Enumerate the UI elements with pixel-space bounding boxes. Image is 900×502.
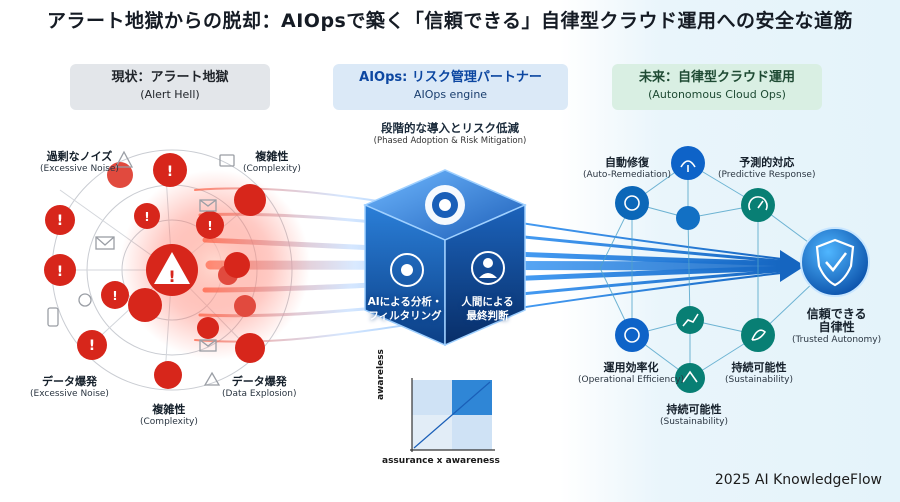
label-complexity-bottom: 複雑性 (Complexity): [140, 403, 198, 427]
label-data-burst-left: データ爆発 (Excessive Noise): [30, 375, 109, 399]
alert-outline-icons: [47, 150, 235, 386]
autonomy-node-glyphs: [624, 160, 768, 383]
label-data-explosion: データ爆発 (Data Explosion): [222, 375, 297, 399]
page-title: アラート地獄からの脱却：AIOpsで築く「信頼できる」自律型クラウド運用への安全…: [47, 10, 853, 32]
human-judgment-face-label: 人間による 最終判断: [461, 296, 514, 322]
label-sustainability-right: 持続可能性 (Sustainability): [725, 361, 793, 385]
current-state-subtitle: (Alert Hell): [140, 88, 200, 101]
aiops-subtitle: AIOps engine: [413, 88, 488, 101]
current-state-header: 現状：アラート地獄 (Alert Hell): [70, 64, 270, 110]
current-state-title: 現状：アラート地獄: [111, 70, 229, 85]
svg-text:!: !: [167, 164, 173, 180]
central-warning-glyph: !: [168, 267, 175, 286]
aiops-title: AIOps: リスク管理パートナー: [359, 70, 542, 85]
autonomy-nodes: [615, 146, 775, 393]
data-explosion-nodes: [224, 184, 266, 363]
future-title: 未来：自律型クラウド運用: [638, 70, 795, 85]
svg-text:!: !: [57, 264, 63, 280]
svg-text:!: !: [144, 210, 149, 224]
label-complexity-top: 複雑性 (Complexity): [243, 150, 301, 174]
future-subtitle: (Autonomous Cloud Ops): [648, 88, 786, 101]
svg-text:!: !: [57, 213, 63, 229]
flow-arrowhead: [780, 250, 805, 282]
label-predictive-response: 予測的対応 (Predictive Response): [718, 156, 816, 180]
svg-text:!: !: [112, 289, 117, 303]
alert-node-glyphs: ! ! ! ! ! ! !: [57, 164, 213, 354]
svg-text:!: !: [207, 219, 212, 233]
label-trusted-autonomy: 信頼できる 自律性 (Trusted Autonomy): [792, 307, 882, 346]
quadrant-x-label: assurance x awareness: [382, 456, 500, 466]
quadrant-y-label: awareless: [376, 349, 386, 400]
label-auto-remediation: 自動修復 (Auto-Remediation): [583, 156, 671, 180]
future-header: 未来：自律型クラウド運用 (Autonomous Cloud Ops): [612, 64, 822, 110]
footer-credit: 2025 AI KnowledgeFlow: [714, 472, 882, 488]
label-excessive-noise: 過剰なノイズ (Excessive Noise): [40, 150, 119, 174]
phased-adoption-label: 段階的な導入とリスク低減 (Phased Adoption & Risk Mit…: [373, 121, 527, 146]
assurance-awareness-quadrant: [410, 378, 495, 452]
ai-analysis-face-label: AIによる分析・ フィルタリング: [367, 296, 443, 322]
aiops-cube: [363, 169, 527, 347]
label-sustainability-bottom: 持続可能性 (Sustainability): [660, 403, 728, 427]
central-warning-icon: [154, 252, 190, 284]
trusted-autonomy-shield: [800, 227, 870, 297]
label-operational-efficiency: 運用効率化 (Operational Efficiency): [578, 361, 685, 385]
svg-text:!: !: [89, 338, 95, 354]
aiops-header: AIOps: リスク管理パートナー AIOps engine: [333, 64, 568, 110]
